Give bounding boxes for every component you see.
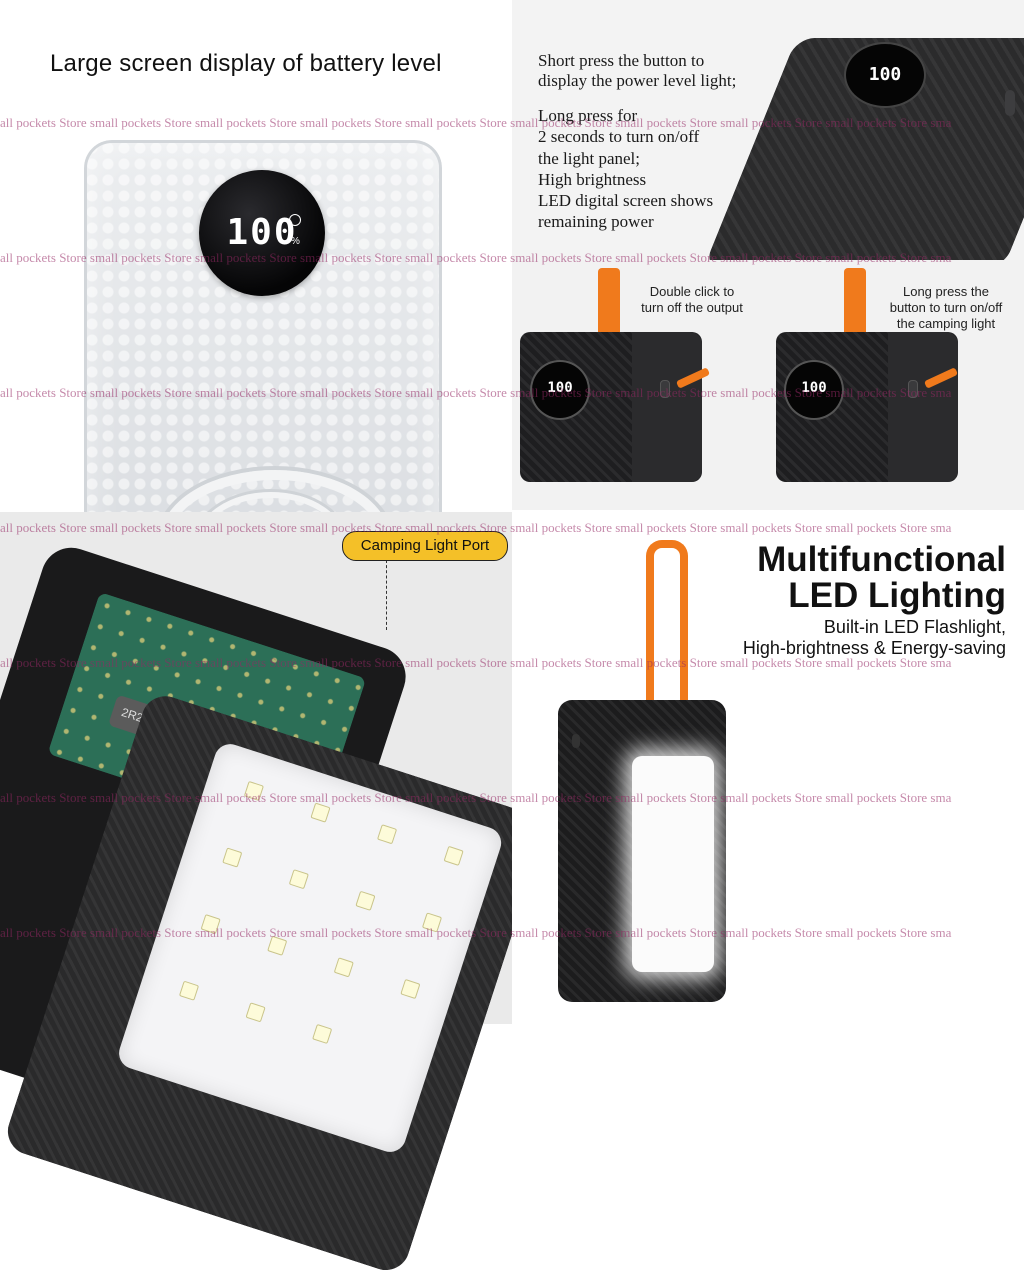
double-click-caption-2: turn off the output (641, 300, 743, 315)
instructions-section: 100 Short press the button to display th… (512, 0, 1024, 260)
led-chip (222, 847, 243, 868)
instruction-line: remaining power (538, 212, 654, 231)
camping-light-port-badge: Camping Light Port (342, 531, 508, 561)
instruction-line: LED digital screen shows (538, 191, 714, 210)
instruction-line: Long press for (538, 106, 638, 125)
watermark-row: all pockets Store small pockets Store sm… (0, 385, 952, 400)
watermark-row: all pockets Store small pockets Store sm… (0, 655, 952, 670)
led-title-line-2: LED Lighting (788, 576, 1006, 615)
power-button (1005, 90, 1015, 116)
side-button (572, 734, 580, 748)
port-pointer-line (386, 560, 388, 630)
double-click-caption-1: Double click to (649, 284, 735, 299)
battery-level-value: 100 (226, 212, 298, 253)
power-bank-side (888, 332, 958, 482)
side-button (908, 380, 918, 398)
long-press-caption-2: button to turn on/off (889, 300, 1003, 315)
led-subtitle-line-2: High-brightness & Energy-saving (742, 638, 1006, 658)
led-chip (245, 1002, 266, 1023)
led-chip (178, 980, 200, 1001)
led-flashlight-panel (632, 756, 714, 972)
long-press-panel: Long press the button to turn on/off the… (768, 260, 1024, 510)
instruction-line: display the power level light; (538, 71, 737, 90)
percent-symbol: % (291, 236, 300, 247)
watermark-row: all pockets Store small pockets Store sm… (0, 115, 952, 130)
battery-display-title: Large screen display of battery level (50, 50, 442, 77)
device-screen-value: 100 (801, 380, 827, 396)
led-title-line-1: Multifunctional (757, 540, 1006, 579)
charging-icon (289, 214, 301, 226)
watermark-row: all pockets Store small pockets Store sm… (0, 250, 952, 265)
device-screen: 100 (532, 362, 588, 418)
orange-strap (646, 540, 688, 723)
instruction-line: the light panel; (538, 149, 640, 168)
power-level-screen: 100 (846, 44, 924, 106)
double-click-panel: Double click to turn off the output 100 (512, 260, 768, 510)
device-screen: 100 (786, 362, 842, 418)
watermark-row: all pockets Store small pockets Store sm… (0, 520, 952, 535)
led-chip (443, 845, 464, 866)
side-button (660, 380, 670, 398)
led-chip (376, 824, 398, 845)
watermark-row: all pockets Store small pockets Store sm… (0, 790, 952, 805)
watermark-row: all pockets Store small pockets Store sm… (0, 925, 952, 940)
power-bank-side (632, 332, 702, 482)
instruction-line: 2 seconds to turn on/off (538, 127, 700, 146)
led-chip (400, 978, 421, 1000)
instruction-line: Short press the button to (538, 51, 705, 70)
led-chip (333, 957, 354, 978)
instruction-line: High brightness (538, 170, 647, 189)
long-press-caption-3: the camping light (896, 316, 996, 331)
led-chip (312, 1023, 333, 1045)
device-screen-value: 100 (547, 380, 573, 396)
led-chip (288, 869, 309, 890)
led-subtitle-line-1: Built-in LED Flashlight, (823, 617, 1006, 637)
power-level-value: 100 (868, 64, 902, 85)
led-chip (355, 890, 376, 911)
battery-level-screen: 100 % (199, 170, 325, 296)
long-press-caption-1: Long press the (902, 284, 989, 299)
